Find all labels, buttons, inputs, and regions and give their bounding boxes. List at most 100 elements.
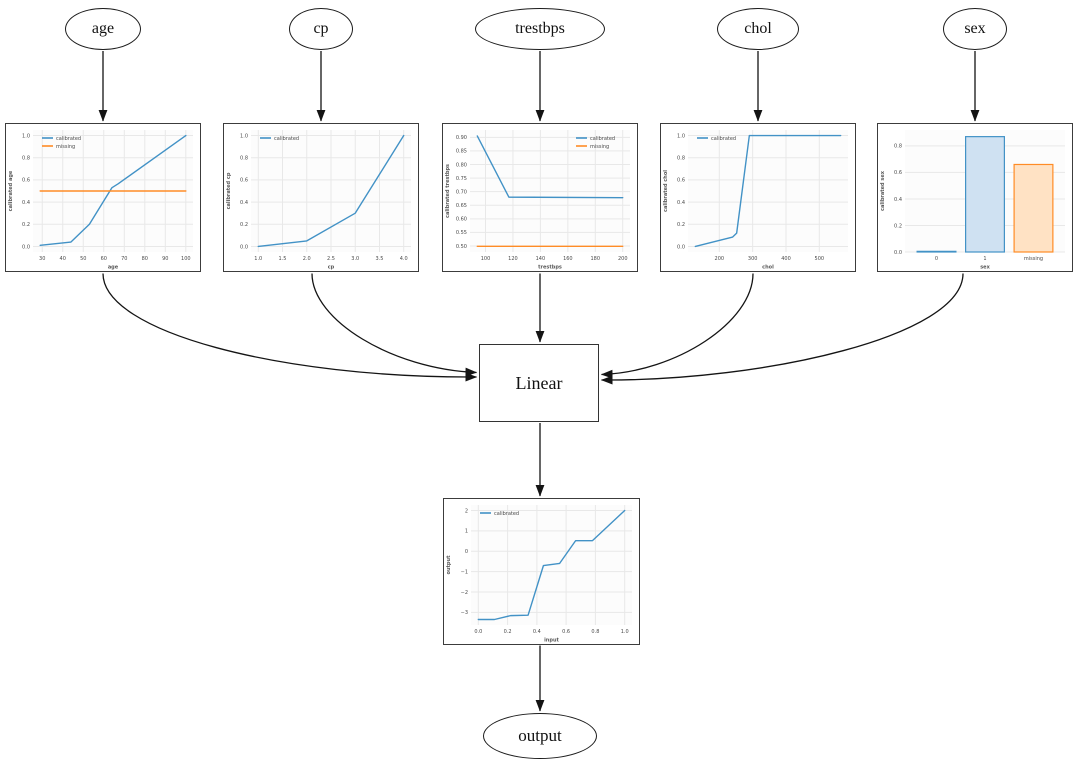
svg-text:age: age [108,265,119,271]
svg-text:0.50: 0.50 [456,244,467,250]
svg-text:0.85: 0.85 [456,149,467,155]
linear-layer-node: Linear [479,344,599,422]
svg-text:0: 0 [935,256,938,262]
edge-sex-plot-to-linear [600,273,964,385]
svg-text:calibrated: calibrated [274,136,299,142]
svg-text:0.65: 0.65 [456,203,467,209]
svg-text:calibrated cp: calibrated cp [226,172,232,209]
series-calibrated [477,509,626,621]
svg-text:0.2: 0.2 [240,222,248,228]
svg-text:50: 50 [80,256,86,262]
edge-chol-plot-to-linear [600,273,754,379]
svg-text:0.4: 0.4 [894,197,902,203]
svg-text:1.0: 1.0 [621,629,629,635]
svg-text:0.8: 0.8 [591,629,599,635]
svg-text:1.0: 1.0 [254,256,262,262]
svg-text:300: 300 [748,256,758,262]
svg-text:0.4: 0.4 [240,200,248,206]
series-calibrated [257,134,405,248]
svg-text:1.0: 1.0 [677,133,685,139]
svg-text:2.5: 2.5 [327,256,335,262]
svg-text:0.6: 0.6 [562,629,570,635]
svg-text:calibrated: calibrated [590,136,615,142]
series-calibrated [476,135,624,199]
svg-text:chol: chol [762,265,774,271]
output-node: output [483,713,597,759]
svg-text:80: 80 [142,256,148,262]
edge-cp-plot-to-linear [311,273,478,377]
svg-text:2: 2 [465,508,468,514]
svg-text:3.0: 3.0 [351,256,359,262]
svg-text:0.2: 0.2 [22,222,30,228]
svg-text:180: 180 [591,256,601,262]
svg-text:0.8: 0.8 [22,156,30,162]
svg-text:140: 140 [536,256,546,262]
svg-text:0.4: 0.4 [22,200,30,206]
svg-text:3.5: 3.5 [376,256,384,262]
svg-text:−3: −3 [461,610,468,616]
svg-text:cp: cp [328,265,335,271]
input-node-cp: cp [289,8,353,50]
bar-missing [1013,163,1054,253]
series-calibrated [39,134,187,247]
input-node-age: age [65,8,141,50]
svg-text:0.4: 0.4 [677,200,685,206]
svg-text:missing: missing [56,144,75,150]
svg-text:1: 1 [465,529,468,535]
svg-text:0.0: 0.0 [677,244,685,250]
svg-text:90: 90 [162,256,168,262]
edge-age-plot-to-linear [102,273,478,382]
svg-text:0.0: 0.0 [22,244,30,250]
svg-text:0.75: 0.75 [456,176,467,182]
svg-text:missing: missing [590,144,609,150]
svg-text:output: output [446,555,452,575]
series-calibrated [694,134,842,248]
input-node-chol: chol [717,8,799,50]
svg-text:0.0: 0.0 [894,250,902,256]
svg-text:200: 200 [618,256,628,262]
svg-text:calibrated: calibrated [56,136,81,142]
svg-text:0.90: 0.90 [456,135,467,141]
svg-text:100: 100 [181,256,191,262]
svg-text:0: 0 [465,549,468,555]
svg-text:−2: −2 [461,590,468,596]
svg-text:120: 120 [508,256,518,262]
svg-text:2.0: 2.0 [303,256,311,262]
svg-text:60: 60 [101,256,107,262]
svg-text:calibrated trestbps: calibrated trestbps [445,164,451,218]
svg-text:100: 100 [481,256,491,262]
svg-text:calibrated age: calibrated age [8,170,14,211]
input-node-sex: sex [943,8,1007,50]
svg-text:0.6: 0.6 [240,178,248,184]
svg-text:calibrated chol: calibrated chol [663,170,669,212]
svg-text:0.60: 0.60 [456,217,467,223]
bar-1 [965,136,1005,253]
svg-text:0.2: 0.2 [677,222,685,228]
svg-text:calibrated sex: calibrated sex [880,170,886,211]
svg-text:1: 1 [983,256,986,262]
svg-text:−1: −1 [461,569,468,575]
svg-text:0.80: 0.80 [456,162,467,168]
svg-text:input: input [544,638,559,644]
svg-text:sex: sex [980,265,990,271]
svg-text:1.0: 1.0 [240,133,248,139]
svg-text:4.0: 4.0 [400,256,408,262]
svg-text:missing: missing [1024,256,1043,262]
svg-text:0.0: 0.0 [474,629,482,635]
bar-0 [916,250,957,253]
svg-text:0.2: 0.2 [504,629,512,635]
svg-text:40: 40 [60,256,66,262]
svg-text:0.4: 0.4 [533,629,541,635]
svg-text:0.55: 0.55 [456,230,467,236]
